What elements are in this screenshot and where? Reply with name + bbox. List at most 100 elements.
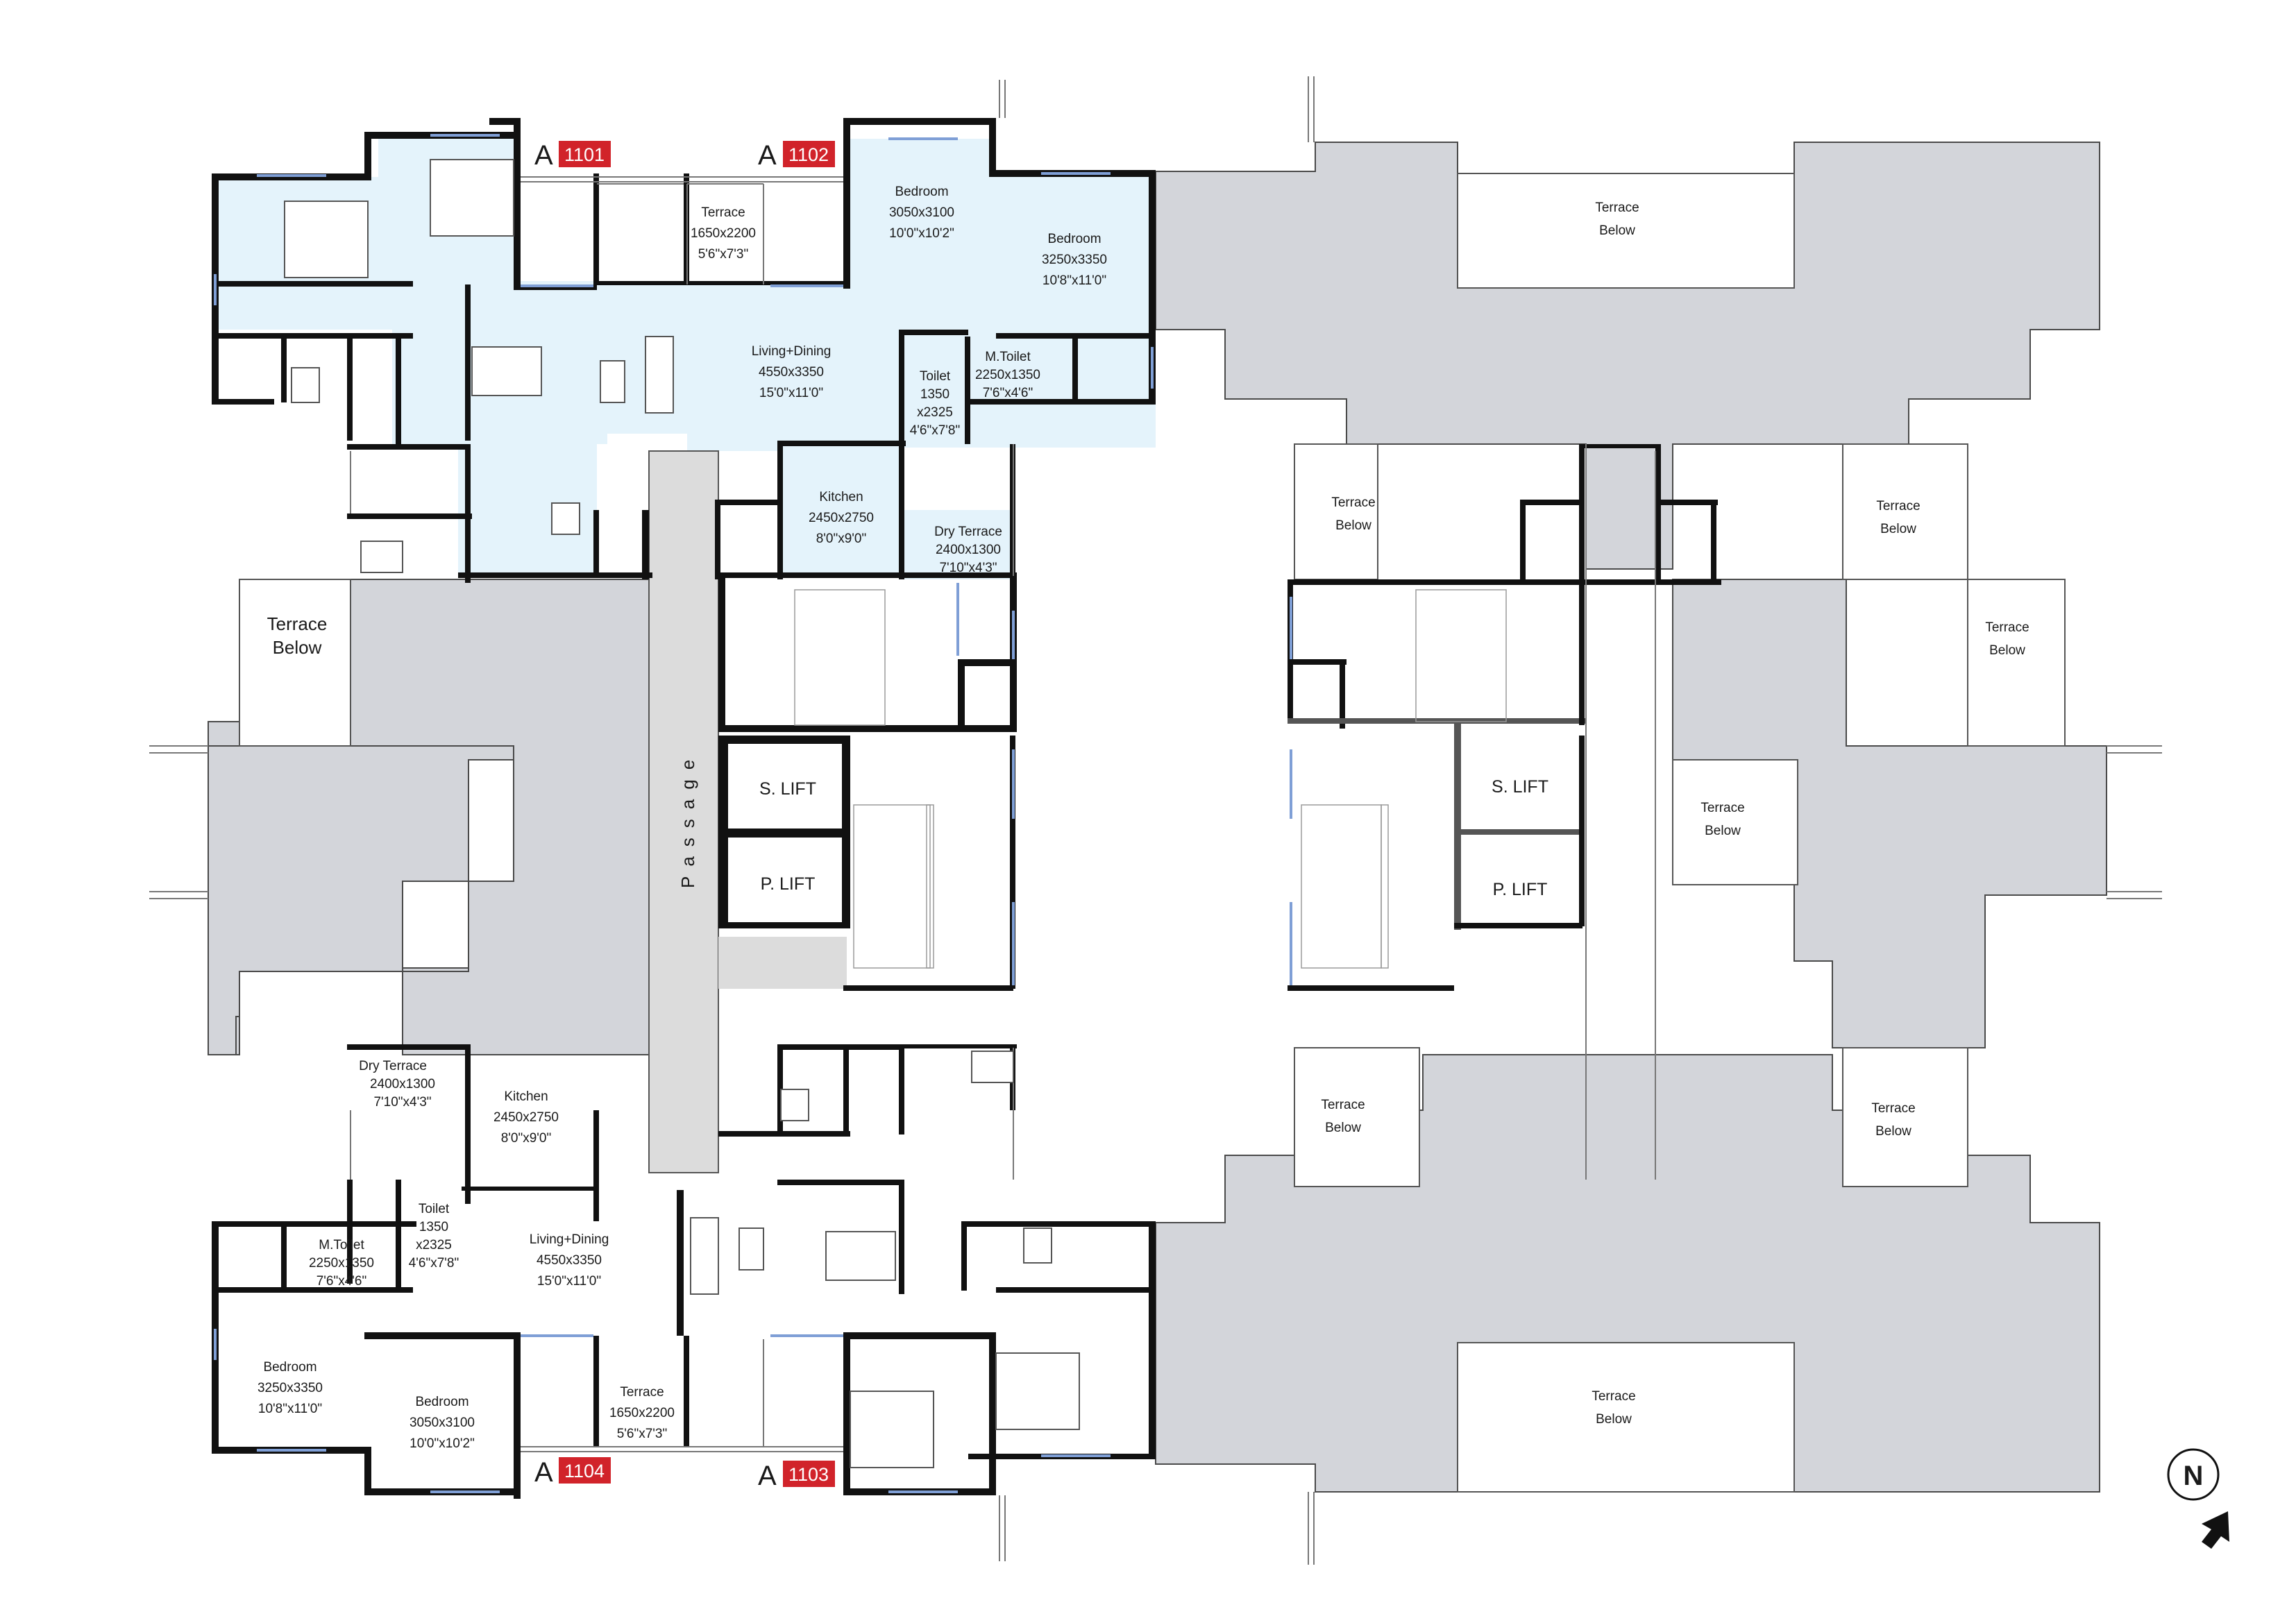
- svg-text:2400x1300: 2400x1300: [936, 543, 1001, 557]
- windows: [214, 134, 1292, 1493]
- lift-boxes: [723, 738, 847, 928]
- room-label-bedroom: Bedroom 3250x3350 10'8"x11'0": [1042, 232, 1107, 288]
- room-label-terrace: Terrace 1650x2200 5'6"x7'3": [691, 205, 756, 262]
- bed-icon: [995, 1352, 1080, 1430]
- svg-text:1350: 1350: [419, 1220, 448, 1234]
- svg-text:x2325: x2325: [917, 405, 953, 420]
- svg-text:Dry Terrace: Dry Terrace: [934, 525, 1002, 539]
- svg-text:Terrace: Terrace: [701, 205, 745, 220]
- unit-tag-letter: A: [758, 1461, 777, 1491]
- room-label-dry-terrace: Dry Terrace 2400x1300 7'10"x4'3": [359, 1059, 435, 1110]
- svg-text:Living+Dining: Living+Dining: [752, 344, 832, 359]
- unit-badge: [559, 1457, 611, 1484]
- furniture: [284, 159, 1080, 1468]
- svg-text:Bedroom: Bedroom: [1047, 232, 1101, 246]
- svg-text:Terrace: Terrace: [1985, 620, 2029, 635]
- room-label-kitchen: Kitchen 2450x2750 8'0"x9'0": [493, 1089, 559, 1146]
- wc-icon: [291, 367, 320, 403]
- svg-text:3050x3100: 3050x3100: [889, 205, 954, 220]
- room-label-living-dining: Living+Dining 4550x3350 15'0"x11'0": [530, 1232, 609, 1289]
- room-label-bedroom: Bedroom 3250x3350 10'8"x11'0": [258, 1360, 323, 1416]
- room-label-dry-terrace: Dry Terrace 2400x1300 7'10"x4'3": [934, 525, 1002, 575]
- unit-tag-number: 1104: [564, 1461, 605, 1481]
- unit-tag-letter: A: [534, 1457, 553, 1488]
- svg-text:4'6"x7'8": 4'6"x7'8": [409, 1256, 459, 1271]
- svg-text:Below: Below: [1875, 1124, 1911, 1139]
- svg-text:Terrace: Terrace: [1592, 1389, 1635, 1404]
- stove-icon: [551, 502, 580, 535]
- unit-tag-1103: A 1103: [758, 1461, 835, 1491]
- svg-text:2400x1300: 2400x1300: [370, 1077, 435, 1091]
- terrace-below-boxes: [239, 173, 2066, 1493]
- terrace-roof-left-west: [208, 745, 514, 1055]
- svg-text:Below: Below: [273, 637, 322, 658]
- stove-icon: [780, 1089, 809, 1121]
- terrace-box-mid-l2: [1294, 1047, 1420, 1187]
- svg-text:4'6"x7'8": 4'6"x7'8": [910, 423, 961, 438]
- svg-text:Kitchen: Kitchen: [504, 1089, 548, 1104]
- svg-text:7'6"x4'6": 7'6"x4'6": [983, 386, 1033, 400]
- svg-text:Bedroom: Bedroom: [415, 1395, 469, 1409]
- north-label: N: [2184, 1461, 2204, 1491]
- svg-text:Below: Below: [1880, 522, 1916, 536]
- svg-text:Dry Terrace: Dry Terrace: [359, 1059, 427, 1073]
- passage-strip: [648, 450, 847, 1173]
- passenger-lift-label: P. LIFT: [761, 874, 816, 894]
- unit-tag-number: 1101: [564, 144, 605, 165]
- unit-badge: [783, 1461, 835, 1487]
- svg-text:Toilet: Toilet: [419, 1202, 450, 1216]
- svg-text:15'0"x11'0": 15'0"x11'0": [537, 1274, 601, 1289]
- outline-lines: [149, 76, 2162, 1565]
- room-label-toilet: Toilet 1350 x2325 4'6"x7'8": [409, 1202, 459, 1271]
- svg-text:1650x2200: 1650x2200: [691, 226, 756, 241]
- svg-text:2250x1350: 2250x1350: [309, 1256, 374, 1271]
- room-label-bedroom: Bedroom 3050x3100 10'0"x10'2": [889, 185, 954, 241]
- svg-text:8'0"x9'0": 8'0"x9'0": [501, 1131, 552, 1146]
- svg-text:Bedroom: Bedroom: [895, 185, 948, 199]
- service-lift-label: S. LIFT: [759, 779, 816, 799]
- terrace-box-mid-r2: [1672, 759, 1798, 885]
- room-label-m-toilet: M.Toilet 2250x1350 7'6"x4'6": [309, 1238, 374, 1289]
- svg-text:10'8"x11'0": 10'8"x11'0": [258, 1402, 322, 1416]
- svg-text:Below: Below: [1325, 1121, 1361, 1135]
- north-arrow-icon: N: [2167, 1448, 2229, 1549]
- unit-tag-1102: A 1102: [758, 140, 835, 171]
- svg-text:4550x3350: 4550x3350: [537, 1253, 602, 1268]
- unit-tag-letter: A: [758, 140, 777, 171]
- svg-text:2450x2750: 2450x2750: [493, 1110, 559, 1125]
- terrace-box-bottom: [1457, 1342, 1795, 1493]
- svg-text:Terrace: Terrace: [1321, 1098, 1365, 1112]
- bed-icon: [850, 1391, 934, 1468]
- room-labels-top: Terrace 1650x2200 5'6"x7'3" Bedroom 3050…: [691, 185, 1107, 575]
- svg-text:Terrace: Terrace: [1876, 499, 1920, 513]
- svg-text:3250x3350: 3250x3350: [258, 1381, 323, 1395]
- svg-text:2250x1350: 2250x1350: [975, 368, 1040, 382]
- svg-text:15'0"x11'0": 15'0"x11'0": [759, 386, 823, 400]
- room-label-m-toilet: M.Toilet 2250x1350 7'6"x4'6": [975, 350, 1040, 400]
- sofa-icon: [645, 336, 674, 414]
- svg-text:x2325: x2325: [416, 1238, 452, 1252]
- room-label-living-dining: Living+Dining 4550x3350 15'0"x11'0": [752, 344, 832, 400]
- terrace-box-mid-r1: [1842, 443, 1968, 580]
- svg-text:3250x3350: 3250x3350: [1042, 253, 1107, 267]
- stairs: [794, 589, 1507, 969]
- svg-text:5'6"x7'3": 5'6"x7'3": [698, 247, 749, 262]
- room-labels-bottom: Dry Terrace 2400x1300 7'10"x4'3" Kitchen…: [258, 1059, 675, 1451]
- svg-text:Below: Below: [1596, 1412, 1632, 1427]
- svg-text:3050x3100: 3050x3100: [410, 1416, 475, 1430]
- room-label-bedroom: Bedroom 3050x3100 10'0"x10'2": [410, 1395, 475, 1451]
- room-label-toilet: Toilet 1350 x2325 4'6"x7'8": [910, 369, 961, 438]
- terrace-box-right: [1967, 579, 2066, 747]
- wc-icon: [1023, 1227, 1052, 1264]
- svg-text:Terrace: Terrace: [267, 613, 328, 634]
- svg-text:8'0"x9'0": 8'0"x9'0": [816, 532, 867, 546]
- unit-tag-1101: A 1101: [534, 140, 611, 171]
- terrace-box-left: [239, 579, 351, 747]
- unit-tag-number: 1102: [788, 144, 829, 165]
